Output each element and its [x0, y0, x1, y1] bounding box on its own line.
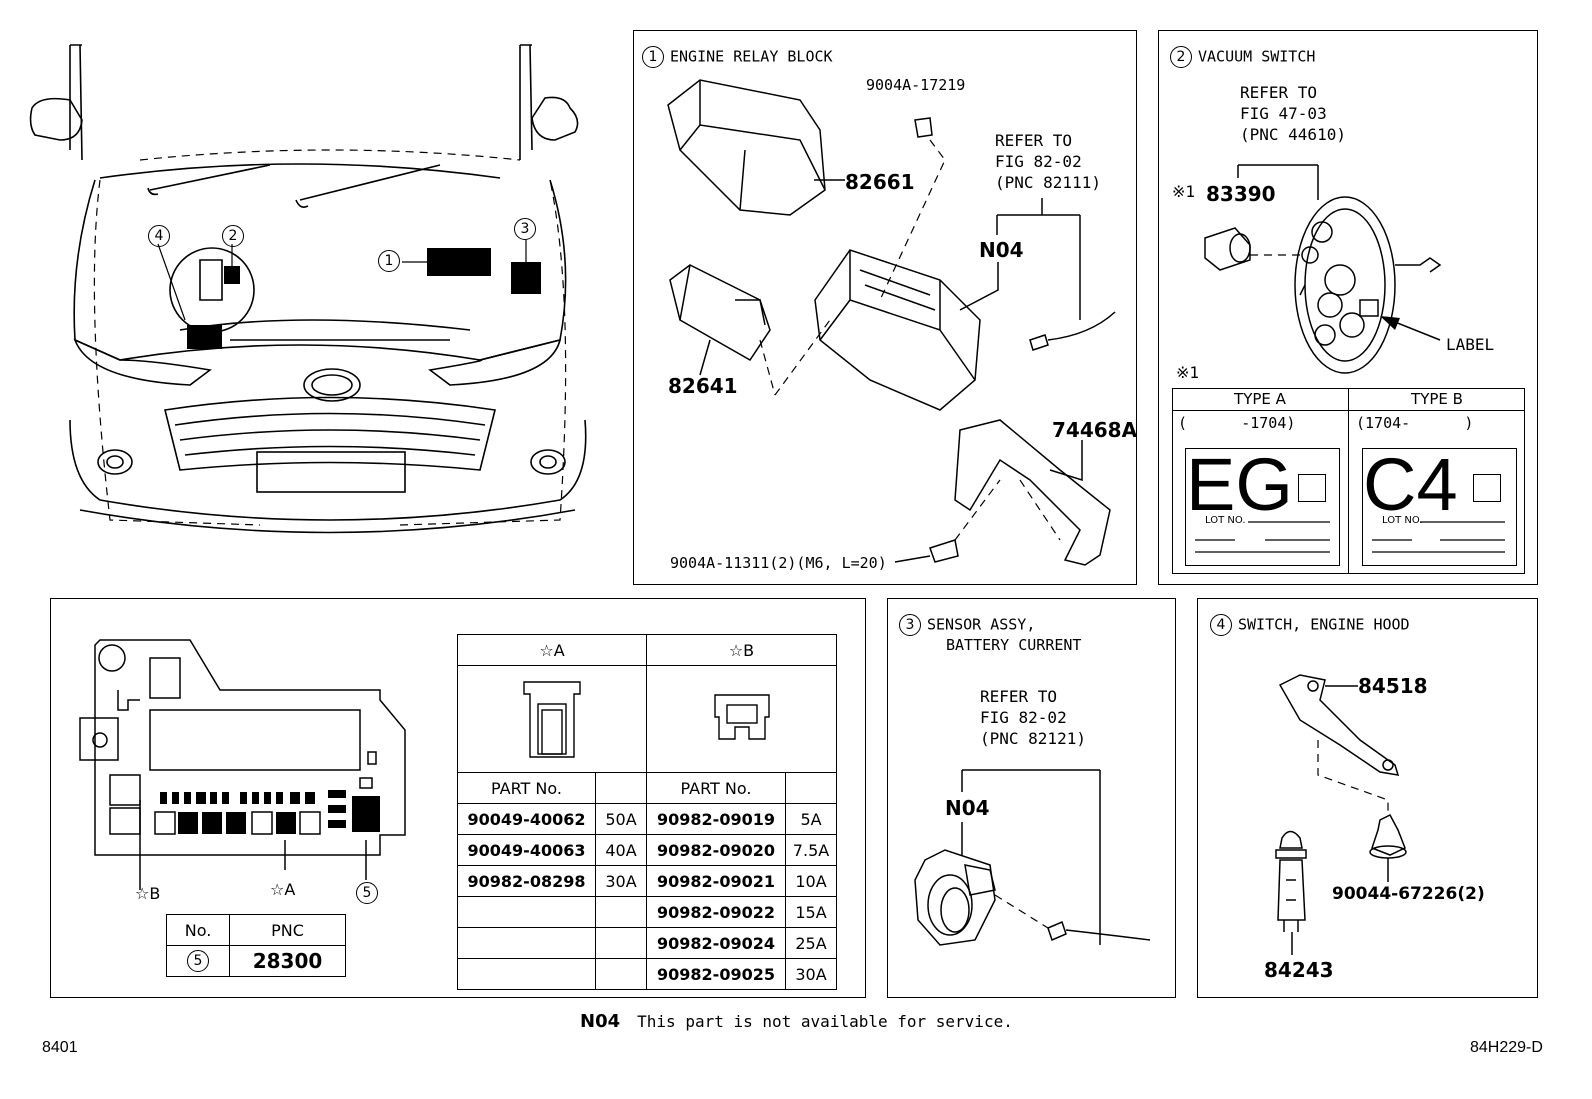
part-74468a: 74468A	[1052, 418, 1138, 442]
label-a-lot: LOT NO.	[1205, 515, 1246, 526]
panel-switch-engine-hood	[1197, 598, 1538, 998]
type-a-range: ( -1704)	[1178, 414, 1296, 432]
label-type-a	[1185, 448, 1340, 566]
fuse-b-part: 90982-09024	[646, 927, 786, 959]
footer-note-code: N04	[580, 1011, 621, 1032]
fuse-row: 90049-40063 40A 90982-09020 7.5A	[457, 834, 837, 866]
label-b-lot: LOT NO.	[1382, 515, 1423, 526]
panel-engine-relay-block	[633, 30, 1137, 585]
label-b-square	[1473, 474, 1501, 502]
fuse-table: ☆A ☆B PART No. PART No.	[457, 634, 837, 990]
type-table-header-rule	[1172, 410, 1525, 412]
pnc-row-no: 5	[166, 945, 230, 977]
part-84243: 84243	[1264, 958, 1334, 982]
label-code-a: EG	[1186, 443, 1293, 526]
panel-sensor-battery-current	[887, 598, 1176, 998]
fuse-a-part: 90982-08298	[457, 865, 596, 897]
panel3-title-2: BATTERY CURRENT	[946, 636, 1082, 654]
footer-note-text: This part is not available for service.	[637, 1012, 1013, 1031]
fuse-a-part	[457, 958, 596, 990]
callout-5: 5	[356, 882, 384, 904]
fuse-a-part	[457, 896, 596, 928]
fuse-b-amp: 7.5A	[785, 834, 837, 866]
type-b-range: (1704- )	[1356, 414, 1474, 432]
label-a-square	[1298, 474, 1326, 502]
callout-3: 3	[514, 218, 542, 240]
fuse-a-amp: 50A	[595, 803, 647, 835]
part-9004a-17219: 9004A-17219	[866, 76, 966, 94]
part-n04-panel3: N04	[945, 796, 990, 820]
fuse-b-amp: 25A	[785, 927, 837, 959]
fuse-b-amp: 30A	[785, 958, 837, 990]
fuse-b-part: 90982-09019	[646, 803, 786, 835]
fuse-a-amp: 40A	[595, 834, 647, 866]
pnc-table: No. PNC 5 28300	[166, 914, 346, 977]
fuse-b-partno-head: PART No.	[646, 772, 786, 804]
panel-fuse-block	[50, 598, 866, 998]
label-type-b	[1362, 448, 1517, 566]
label-code-b: C4	[1363, 443, 1458, 526]
fuse-a-amp	[595, 927, 647, 959]
part-84518: 84518	[1358, 674, 1428, 698]
type-b-header: TYPE B	[1411, 390, 1463, 408]
footer-note: N04 This part is not available for servi…	[580, 1013, 1013, 1031]
part-83390: 83390	[1206, 182, 1276, 206]
part-n04-panel1: N04	[979, 238, 1024, 262]
fuse-row: 90982-08298 30A 90982-09021 10A	[457, 865, 837, 897]
fuse-b-part: 90982-09021	[646, 865, 786, 897]
vehicle-drawing	[29, 44, 587, 534]
fuse-row: 90982-09025 30A	[457, 958, 837, 990]
fuse-a-amp	[595, 958, 647, 990]
panel2-mark: ※1	[1172, 182, 1196, 201]
panel2-note-mark: ※1	[1176, 363, 1200, 382]
pnc-row-pnc: 28300	[229, 945, 346, 977]
type-table-divider	[1348, 388, 1350, 574]
fuse-a-amp: 30A	[595, 865, 647, 897]
fuse-a-icon	[523, 681, 581, 758]
fuse-row: 90982-09024 25A	[457, 927, 837, 959]
fuse-b-part: 90982-09022	[646, 896, 786, 928]
panel-vacuum-switch	[1158, 30, 1538, 585]
part-82661: 82661	[845, 170, 915, 194]
fuse-row: 90982-09022 15A	[457, 896, 837, 928]
part-90044-67226: 90044-67226(2)	[1332, 884, 1485, 904]
fuse-a-part: 90049-40063	[457, 834, 596, 866]
fuse-a-image	[457, 665, 647, 773]
callout-2: 2	[222, 225, 250, 247]
fuse-a-partno-head: PART No.	[457, 772, 596, 804]
star-b-label: ☆B	[135, 884, 161, 903]
fuse-head-b: ☆B	[646, 634, 837, 666]
callout-1: 1	[378, 250, 406, 272]
label-callout: LABEL	[1446, 335, 1495, 354]
fuse-b-icon	[713, 694, 770, 740]
part-82641: 82641	[668, 374, 738, 398]
fuse-b-part: 90982-09025	[646, 958, 786, 990]
callout-4: 4	[148, 225, 176, 247]
fuse-b-image	[646, 665, 837, 773]
footer-left-code: 8401	[42, 1039, 78, 1056]
fuse-b-amp: 15A	[785, 896, 837, 928]
part-9004a-11311: 9004A-11311(2)(M6, L=20)	[670, 554, 887, 572]
type-a-header: TYPE A	[1234, 390, 1286, 408]
star-a-label: ☆A	[270, 880, 296, 899]
pnc-head-no: No.	[166, 914, 230, 946]
footer-right-code: 84H229-D	[1470, 1039, 1543, 1056]
